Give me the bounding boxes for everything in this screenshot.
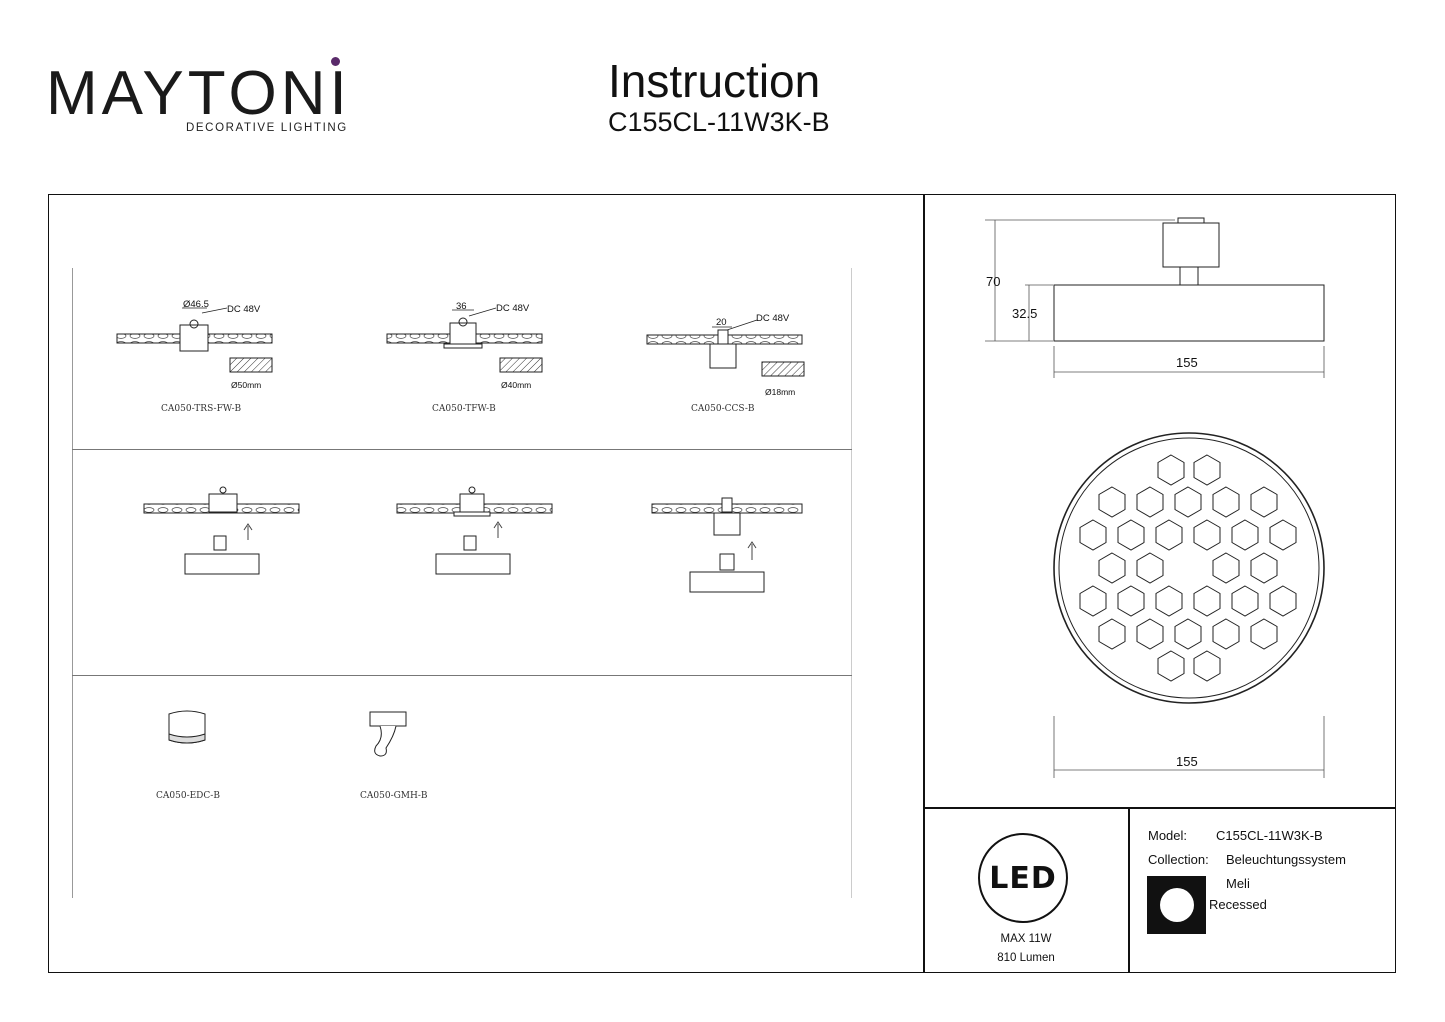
panel-row-divider-2 — [72, 675, 852, 676]
front-view-face — [1058, 437, 1320, 699]
led-lumen: 810 Lumen — [997, 952, 1055, 964]
cutout-detail-1 — [229, 357, 273, 373]
row1-code-3: CA050-CCS-B — [691, 404, 755, 414]
row1-dim-1: Ø46.5 — [183, 299, 209, 310]
connector-1 — [189, 319, 199, 329]
spec-divider-vertical — [1128, 808, 1130, 973]
spec-collection-value: Beleuchtungssystem — [1226, 852, 1346, 867]
row2-drawings — [143, 486, 803, 593]
recess-housing-1 — [179, 324, 209, 352]
main-frame — [48, 194, 1396, 973]
row1-code-2: CA050-TFW-B — [432, 404, 496, 414]
model-code-heading: C155CL-11W3K-B — [608, 107, 830, 137]
side-view-clip — [1177, 217, 1205, 224]
row1-power-3: DC 48V — [756, 313, 790, 324]
frame-divider-vertical — [923, 194, 925, 973]
led-power: MAX 11W — [1000, 933, 1052, 945]
dim-height-body: 32.5 — [1012, 306, 1038, 321]
row3-drawings — [168, 710, 407, 757]
brand-logo-dot — [331, 57, 340, 66]
page-title: Instruction — [608, 55, 821, 107]
dimension-drawing — [985, 217, 1325, 778]
spec-collection-label: Collection: — [1148, 852, 1209, 867]
brand-tagline: DECORATIVE LIGHTING — [186, 122, 348, 134]
side-view-adapter — [1162, 222, 1220, 268]
panel-right-edge — [851, 268, 852, 898]
brand-logo: MAYTONI — [46, 59, 351, 128]
installation-panel: Ø46.5 DC 48V Ø50mm CA050-TRS-FW-B 36 DC … — [72, 268, 852, 898]
spec-mount-type: Recessed — [1209, 897, 1267, 912]
recessed-icon — [1147, 876, 1206, 934]
connector-3 — [717, 329, 729, 345]
spec-model-value: C155CL-11W3K-B — [1216, 828, 1323, 843]
row1-power-1: DC 48V — [227, 304, 261, 315]
fixture-body-3 — [709, 343, 737, 369]
row1-cutout-3: Ø18mm — [765, 387, 796, 397]
row1-drawings — [116, 307, 805, 377]
side-view-body — [1053, 284, 1325, 342]
cutout-detail-3 — [761, 361, 805, 377]
dim-width-side: 155 — [1176, 355, 1198, 370]
recessed-icon-circle — [1159, 888, 1194, 922]
dim-height-total: 70 — [986, 274, 1001, 289]
connector-2 — [458, 317, 468, 327]
panel-row-divider-1 — [72, 449, 852, 450]
led-badge-label: LED — [989, 860, 1057, 896]
row1-cutout-1: Ø50mm — [231, 380, 262, 390]
dim-diameter-front: 155 — [1176, 754, 1198, 769]
row1-power-2: DC 48V — [496, 303, 530, 314]
row1-dim-2: 36 — [456, 301, 467, 312]
panel-left-edge — [72, 268, 73, 898]
frame-divider-horizontal — [924, 807, 1396, 809]
spec-model-label: Model: — [1148, 828, 1188, 843]
row1-dim-3: 20 — [716, 317, 727, 328]
spec-collection-name: Meli — [1226, 876, 1250, 891]
side-view-stem — [1179, 266, 1199, 286]
row3-code-2: CA050-GMH-B — [360, 791, 428, 801]
row3-code-1: CA050-EDC-B — [156, 791, 220, 801]
front-view-lens-grid — [1079, 454, 1297, 682]
cutout-detail-2 — [499, 357, 543, 373]
row1-code-1: CA050-TRS-FW-B — [161, 404, 242, 414]
led-badge: LED — [978, 833, 1068, 923]
row1-cutout-2: Ø40mm — [501, 380, 532, 390]
